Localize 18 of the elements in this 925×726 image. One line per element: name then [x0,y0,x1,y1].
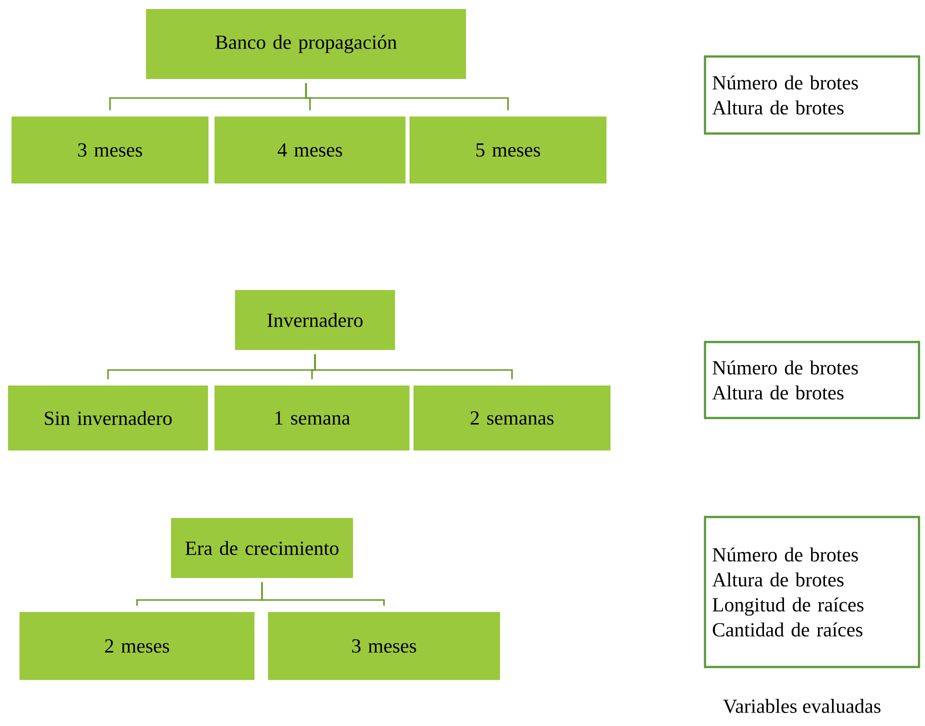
category-box: 2 meses [20,612,254,680]
variables-box: Número de brotes Altura de brotes [704,55,920,135]
category-box: 1 semana [214,386,410,450]
category-box: 3 meses [268,612,500,680]
caption-text: Variables evaluadas [723,698,880,714]
connector-line [261,582,385,606]
category-box: 4 meses [214,116,406,184]
connector-line [305,83,509,110]
connector-line [314,354,513,380]
variables-box: Número de brotes Altura de brotes Longitud de raíces Cantidad de raíces [704,516,920,668]
category-box: 5 meses [410,116,606,184]
category-box: Invernadero [235,290,395,350]
variables-box: Número de brotes Altura de brotes [704,340,920,420]
category-box: Banco de propagación [146,9,466,79]
category-box: 3 meses [12,116,208,184]
category-box: 2 semanas [414,386,610,450]
category-box: Sin invernadero [8,386,208,450]
category-box: Era de crecimiento [171,518,353,578]
